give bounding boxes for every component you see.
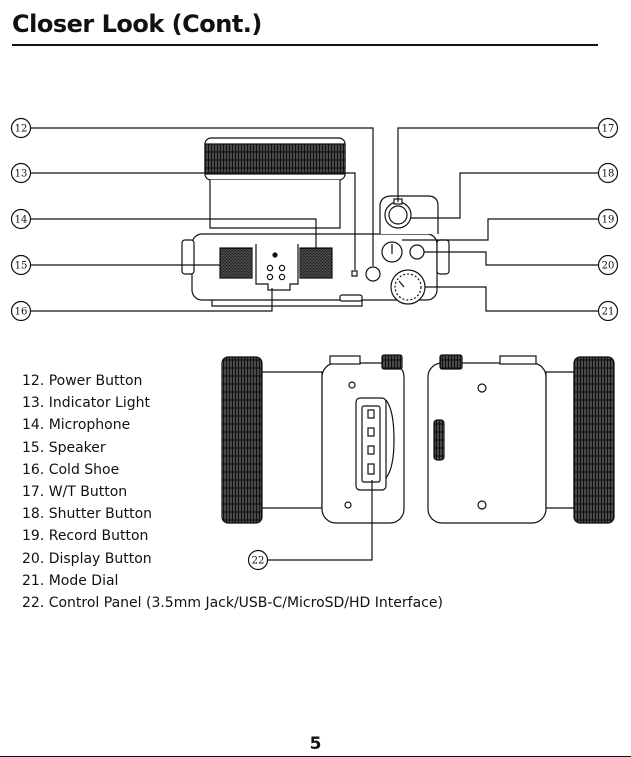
camera-body-side-right	[428, 363, 546, 523]
svg-text:12: 12	[15, 124, 28, 135]
callout-19: 19	[599, 210, 618, 229]
svg-text:13: 13	[15, 169, 28, 180]
svg-text:19: 19	[602, 215, 615, 226]
callout-14: 14	[12, 210, 31, 229]
svg-text:16: 16	[15, 307, 28, 318]
strap-lug-right	[437, 240, 449, 274]
svg-text:18: 18	[602, 169, 615, 180]
power-button	[366, 267, 380, 281]
svg-text:15: 15	[15, 261, 28, 272]
page-number: 5	[0, 734, 631, 754]
callout-12: 12	[12, 119, 31, 138]
legend-item-mode-dial: 21. Mode Dial	[22, 570, 443, 592]
legend-item-power-button: 12. Power Button	[22, 370, 443, 392]
legend-item-display-button: 20. Display Button	[22, 548, 443, 570]
legend-item-microphone: 14. Microphone	[22, 414, 443, 436]
legend-item-indicator-light: 13. Indicator Light	[22, 392, 443, 414]
legend-item-control-panel: 22. Control Panel (3.5mm Jack/USB-C/Micr…	[22, 592, 443, 614]
svg-text:17: 17	[602, 124, 615, 135]
callout-15: 15	[12, 256, 31, 275]
callout-18: 18	[599, 164, 618, 183]
svg-text:21: 21	[602, 307, 615, 318]
legend-item-record-button: 19. Record Button	[22, 525, 443, 547]
legend-item-wt-button: 17. W/T Button	[22, 481, 443, 503]
camera-side-view-right	[428, 355, 614, 523]
legend-item-shutter-button: 18. Shutter Button	[22, 503, 443, 525]
callout-13: 13	[12, 164, 31, 183]
callout-21: 21	[599, 302, 618, 321]
speaker-left-grille	[220, 248, 252, 278]
display-button	[410, 245, 424, 259]
callout-16: 16	[12, 302, 31, 321]
svg-text:20: 20	[602, 261, 615, 272]
callout-17: 17	[599, 119, 618, 138]
legend-item-speaker: 15. Speaker	[22, 437, 443, 459]
indicator-light	[352, 271, 357, 276]
shutter-button	[389, 206, 407, 224]
cold-shoe	[256, 244, 298, 290]
svg-text:14: 14	[15, 215, 28, 226]
callout-20: 20	[599, 256, 618, 275]
microphone-grille	[300, 248, 332, 278]
legend-item-cold-shoe: 16. Cold Shoe	[22, 459, 443, 481]
mode-dial	[391, 270, 425, 304]
strap-lug-left	[182, 240, 194, 274]
parts-legend: 12. Power Button 13. Indicator Light 14.…	[22, 370, 443, 614]
lens-ring-side-right	[574, 357, 614, 523]
